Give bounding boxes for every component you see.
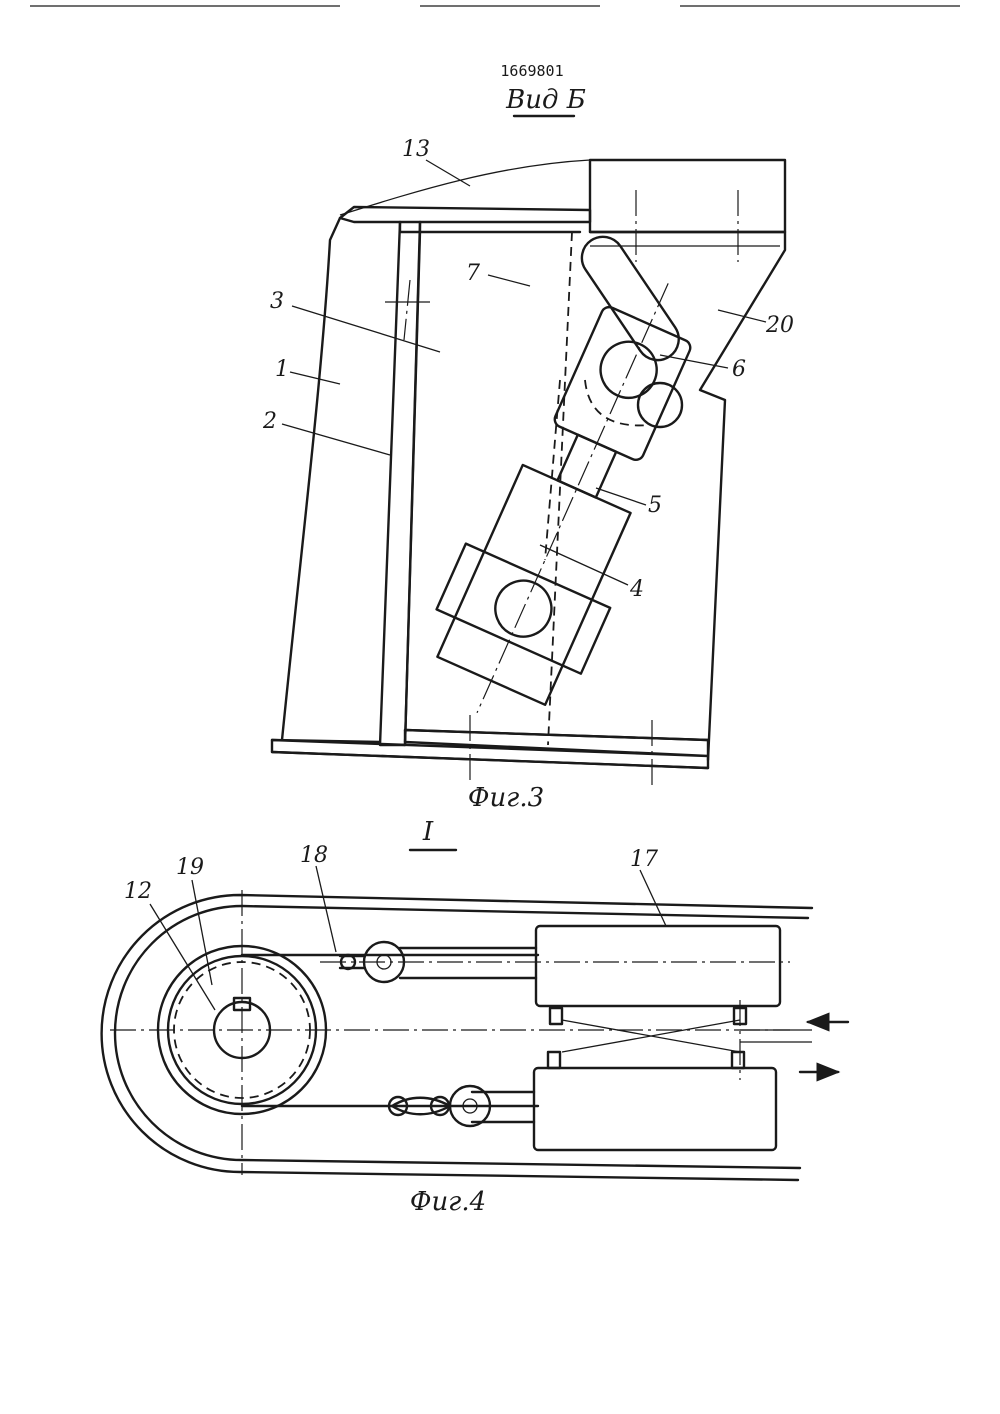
hidden-arc (585, 380, 650, 425)
label-20: 20 (765, 313, 794, 338)
centerline-marks (385, 190, 738, 785)
label-13: 13 (402, 137, 430, 162)
top-plate (340, 207, 590, 232)
label-17: 17 (630, 847, 658, 872)
figure-4: I (102, 817, 848, 1217)
lever-7 (574, 229, 687, 369)
lower-roller (638, 383, 682, 427)
base-plate (272, 730, 708, 768)
hose-lines (562, 1020, 812, 1052)
figure-3-caption: Фиг.3 (468, 783, 544, 813)
label-6: 6 (732, 357, 746, 382)
upper-cylinder-17 (536, 926, 780, 1006)
document-number: 1669801 (500, 62, 563, 80)
vertical-wall-2 (380, 222, 420, 745)
label-18: 18 (300, 843, 328, 868)
view-label: Вид Б (505, 85, 586, 115)
label-5: 5 (648, 493, 662, 518)
label-4: 4 (629, 577, 644, 602)
label-2: 2 (262, 409, 277, 434)
section-label: I (422, 817, 434, 847)
label-19: 19 (176, 855, 204, 880)
label-7: 7 (466, 261, 480, 286)
pivot-6 (592, 333, 666, 407)
figure-3: 13 3 1 2 7 20 6 5 4 Фиг.3 (262, 137, 794, 813)
label-1: 1 (275, 357, 289, 382)
casing-inner (115, 906, 808, 1168)
lower-cylinder (534, 1068, 776, 1150)
housing-left-contour (282, 218, 340, 740)
leader-lines (282, 160, 766, 585)
top-right-block (590, 160, 785, 232)
figure-4-caption: Фиг.4 (410, 1187, 486, 1217)
casing-outer (102, 895, 812, 1180)
clevis-head (552, 305, 693, 463)
label-3: 3 (270, 289, 284, 314)
label-12: 12 (124, 879, 152, 904)
